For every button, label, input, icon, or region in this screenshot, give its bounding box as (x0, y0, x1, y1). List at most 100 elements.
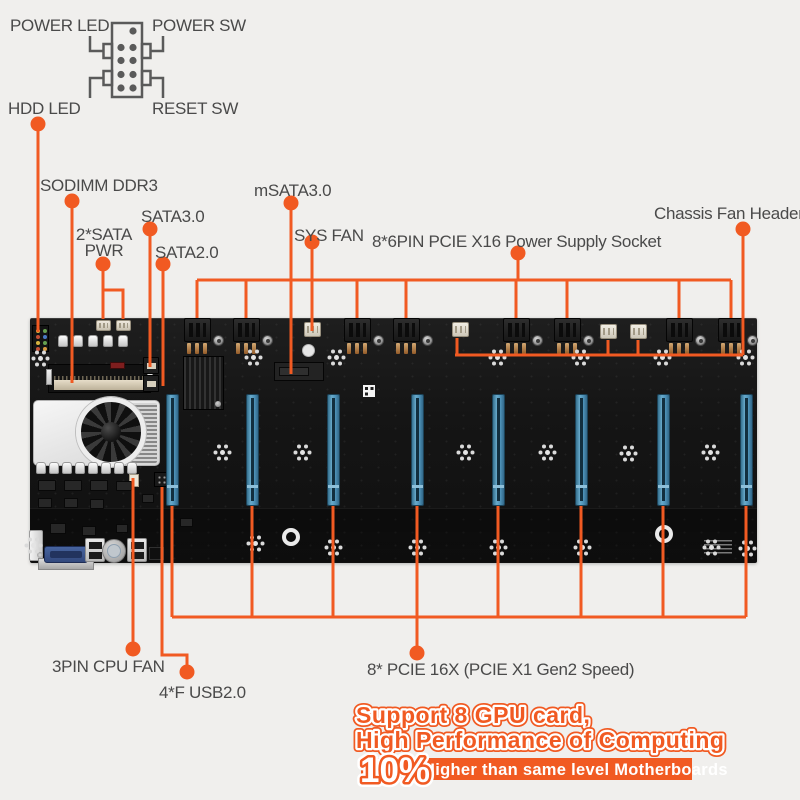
label-power-led: POWER LED (10, 16, 110, 35)
mounting-hole (579, 544, 585, 550)
pcie-6pin-power-socket (393, 318, 420, 342)
label-sata-pwr: 2*SATA PWR (64, 225, 144, 260)
pcie-6pin-power-socket (233, 318, 260, 342)
mounting-hole (219, 449, 225, 455)
pcie-6pin-power-socket (666, 318, 693, 342)
sata2-port (143, 375, 159, 392)
sata-power-connector (95, 320, 111, 331)
mounting-hole (494, 354, 500, 360)
pcie-6pin-power-socket (503, 318, 530, 342)
front-panel-header (32, 325, 49, 352)
mounting-hole (495, 544, 501, 550)
pcie-x16-slot (245, 394, 259, 506)
sodimm-ddr3-slot (46, 364, 153, 393)
capacitor (583, 335, 594, 346)
mounting-hole (37, 355, 43, 361)
mosfet-chip (90, 499, 104, 509)
power-socket-pins (506, 343, 526, 355)
fan-header (629, 324, 647, 339)
capacitor-white (75, 462, 85, 474)
label-sata3: SATA3.0 (141, 207, 205, 226)
mounting-hole (707, 449, 713, 455)
capacitor-white (118, 335, 128, 347)
pcie-6pin-power-socket (344, 318, 371, 342)
power-socket-pins (236, 343, 256, 355)
mosfet-chip (116, 524, 128, 533)
pcie-x16-slot (656, 394, 670, 506)
fan-header (303, 322, 321, 337)
capacitor-white (49, 462, 59, 474)
mosfet-chip (38, 480, 56, 491)
capacitor-white (127, 462, 137, 474)
mounting-hole (330, 544, 336, 550)
promo-line1-halo: Support 8 GPU card, (356, 702, 590, 728)
usb-port-stack (127, 538, 147, 562)
promo-line2-halo: High Performance of Computing (356, 727, 724, 753)
capacitor (695, 335, 706, 346)
fan-header (599, 324, 617, 339)
mounting-hole (250, 354, 256, 360)
mosfet-chip (50, 523, 66, 534)
capacitor-white (88, 335, 98, 347)
mounting-hole (462, 449, 468, 455)
label-chassis-fan: Chassis Fan Header (654, 204, 800, 223)
cpu-cooler (33, 397, 160, 467)
capacitor-white (88, 462, 98, 474)
sodimm-socket-bar (54, 376, 145, 390)
mounting-hole (742, 354, 748, 360)
promo-line1: Support 8 GPU card, (356, 702, 590, 728)
sata-power-connector (115, 320, 131, 331)
pcie-6pin-power-socket (718, 318, 745, 342)
label-usb: 4*F USB2.0 (159, 683, 246, 702)
mounting-hole (544, 449, 550, 455)
pcie-6pin-power-socket (184, 318, 211, 342)
label-reset-sw: RESET SW (152, 99, 239, 118)
label-sys-fan: SYS FAN (294, 226, 364, 245)
mosfet-chip (82, 526, 96, 536)
sata3-port (143, 357, 159, 374)
promo-banner (361, 758, 692, 780)
capacitor-white (114, 462, 124, 474)
mounting-hole (252, 540, 258, 546)
front-panel-pin-diagram (88, 21, 165, 99)
pcie-x16-slot (326, 394, 340, 506)
mosfet-chip (142, 494, 154, 503)
cpu-fan-hub (101, 422, 121, 442)
power-socket-pins (347, 343, 367, 355)
capacitor (213, 335, 224, 346)
smd-component (110, 362, 125, 369)
mounting-hole (708, 544, 714, 550)
promo-badge-halo: 10% (360, 751, 430, 790)
capacitor (422, 335, 433, 346)
pin-header-outline (110, 21, 144, 99)
capacitor-white (58, 335, 68, 347)
capacitor (532, 335, 543, 346)
label-sata-pwr-line2: PWR (84, 241, 124, 260)
capacitor (262, 335, 273, 346)
power-socket-pins (187, 343, 207, 355)
lead-sata-pwr (101, 264, 125, 319)
qr-label (363, 385, 375, 397)
label-cpu-fan: 3PIN CPU FAN (52, 657, 165, 676)
promo-line2: High Performance of Computing (356, 727, 724, 753)
label-hdd-led: HDD LED (8, 99, 81, 118)
usb-port-stack (85, 538, 105, 562)
io-port (149, 547, 164, 560)
power-socket-pins (396, 343, 416, 355)
label-pcie-power: 8*6PIN PCIE X16 Power Supply Socket (372, 232, 662, 251)
capacitor-white (73, 335, 83, 347)
power-socket-pins (669, 343, 689, 355)
mosfet-chip (180, 518, 193, 527)
msata-standoff (302, 344, 315, 357)
label-msata: mSATA3.0 (254, 181, 332, 200)
capacitor (747, 335, 758, 346)
pcie-x16-slot (491, 394, 505, 506)
promo-block: Support 8 GPU card, Support 8 GPU card, … (352, 698, 728, 795)
label-pcie-slots: 8* PCIE 16X (PCIE X1 Gen2 Speed) (367, 660, 635, 679)
mosfet-chip (116, 481, 132, 491)
capacitor-white (103, 335, 113, 347)
label-sata-pwr-line1: 2*SATA (75, 225, 133, 244)
mounting-hole (577, 354, 583, 360)
vga-port (37, 546, 88, 563)
